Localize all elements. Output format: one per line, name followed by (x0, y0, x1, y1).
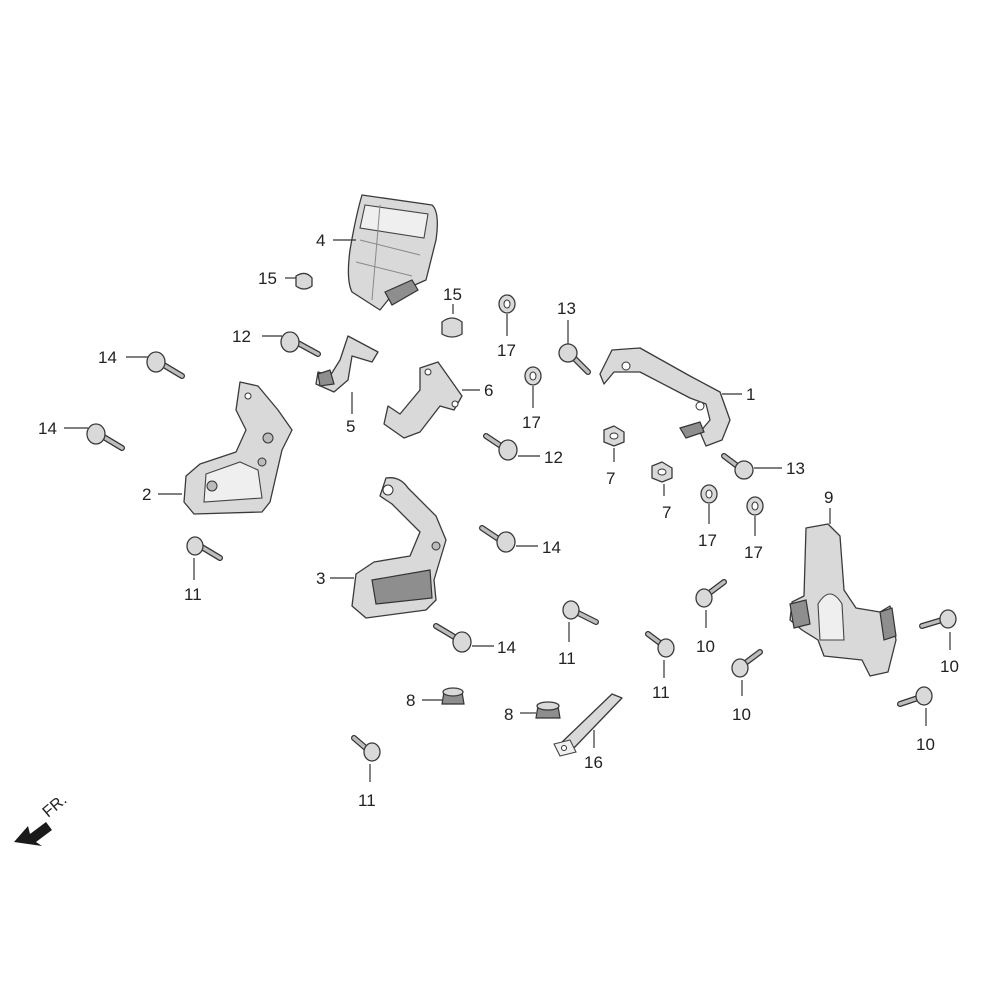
callout-14-c: 14 (542, 538, 561, 557)
callout-17-a: 17 (497, 341, 516, 360)
callout-8-b: 8 (504, 705, 513, 724)
screw-part-11-b (562, 600, 599, 625)
callout-13-lower: 13 (786, 459, 805, 478)
callout-6: 6 (484, 381, 493, 400)
callout-12-upper: 12 (232, 327, 251, 346)
screw-part-11-a (186, 536, 223, 561)
callout-14-a: 14 (98, 348, 117, 367)
callout-10-d: 10 (916, 735, 935, 754)
washer-part-17-c (700, 484, 718, 504)
washer-part-17-b (524, 366, 542, 386)
flange-bolt-part-13-upper (558, 343, 591, 375)
flange-bolt-part-14-d (433, 623, 472, 653)
flange-bolt-part-12-lower (483, 433, 518, 461)
callout-13-upper: 13 (557, 299, 576, 318)
flange-bolt-part-14-c (479, 525, 516, 553)
callout-8-a: 8 (406, 691, 415, 710)
front-direction-arrow-icon (14, 822, 52, 846)
callout-16: 16 (584, 753, 603, 772)
screw-part-11-c (645, 631, 675, 658)
callout-11-d: 11 (358, 791, 376, 810)
hex-nut-part-7-b (651, 461, 673, 483)
callout-9: 9 (824, 488, 833, 507)
callout-7-a: 7 (606, 469, 615, 488)
callout-12-lower: 12 (544, 448, 563, 467)
screw-part-10-a (695, 579, 727, 608)
inner-cover-part-9 (789, 523, 897, 677)
screw-part-10-d (897, 686, 933, 707)
screw-part-10-b (731, 649, 763, 678)
callout-15-left: 15 (258, 269, 277, 288)
callout-10-a: 10 (696, 637, 715, 656)
rubber-cap-part-15 (295, 272, 463, 338)
flange-bolt-part-13-lower (721, 453, 754, 480)
washer-part-17-a (498, 294, 516, 314)
callout-15-right: 15 (443, 285, 462, 304)
callout-2: 2 (142, 485, 151, 504)
callout-3: 3 (316, 569, 325, 588)
bracket-part-5 (315, 335, 379, 393)
screw-part-11-d (351, 735, 381, 762)
screw-part-10-c (919, 609, 957, 629)
mounting-stay-part-1 (599, 347, 731, 447)
callout-17-b: 17 (522, 413, 541, 432)
callout-17-d: 17 (744, 543, 763, 562)
washer-part-17-d (746, 496, 764, 516)
callout-17-c: 17 (698, 531, 717, 550)
hex-nut-part-7-a (603, 425, 625, 447)
side-cover-part-2 (183, 381, 293, 515)
flange-bolt-part-12-upper (280, 331, 321, 357)
callout-10-b: 10 (732, 705, 751, 724)
callout-10-c: 10 (940, 657, 959, 676)
grommet-part-8-a (441, 687, 465, 705)
flange-bolt-part-14-b (86, 423, 125, 451)
bracket-cover-part-3 (351, 477, 447, 619)
callout-5: 5 (346, 417, 355, 436)
callout-7-b: 7 (662, 503, 671, 522)
callout-11-c: 11 (652, 683, 670, 702)
callout-1: 1 (746, 385, 755, 404)
flange-bolt-part-14-a (146, 351, 185, 379)
callout-4: 4 (316, 231, 325, 250)
windscreen-part-4 (347, 194, 438, 311)
callout-14-d: 14 (497, 638, 516, 657)
callout-11-b: 11 (558, 649, 576, 668)
callout-14-b: 14 (38, 419, 57, 438)
strap-band-part-16 (553, 693, 623, 757)
grommet-part-8-b (535, 701, 561, 719)
callout-11-a: 11 (184, 585, 202, 604)
front-direction-label: FR. (40, 791, 71, 821)
bracket-part-6 (383, 361, 463, 439)
